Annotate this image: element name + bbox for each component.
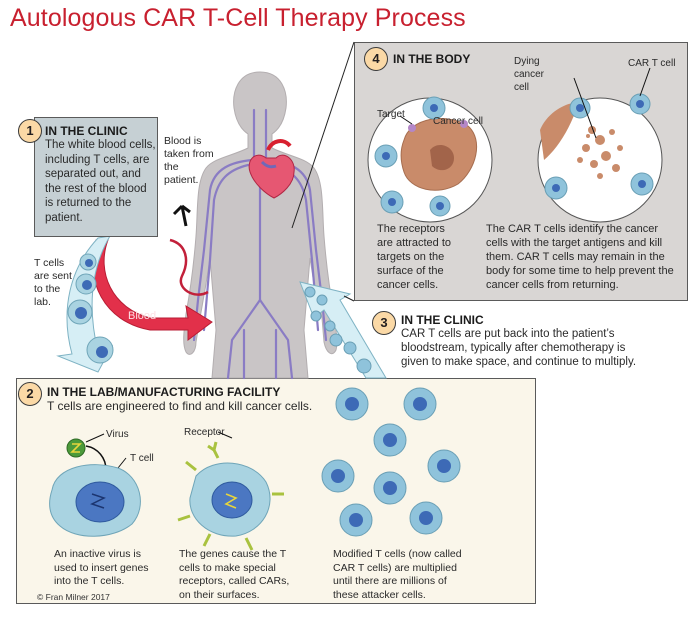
car-t-return-arrow bbox=[299, 281, 387, 379]
cancer-cell-label: Cancer cell bbox=[433, 116, 484, 127]
blood-label: Blood bbox=[128, 310, 157, 322]
step3-heading: IN THE CLINIC bbox=[401, 313, 484, 327]
human-body-figure bbox=[183, 71, 338, 380]
step2-caption-receptors: The genes cause the T cells to make spec… bbox=[179, 548, 290, 601]
step2-number-badge: 2 bbox=[18, 382, 42, 406]
t-cell-label: T cell bbox=[130, 453, 154, 464]
step4-number-badge: 4 bbox=[364, 47, 388, 71]
copyright: © Fran Milner 2017 bbox=[37, 592, 110, 602]
blood-tube bbox=[169, 238, 209, 296]
target-label: Target bbox=[377, 109, 405, 120]
step1-body: The white blood cells, including T cells… bbox=[45, 139, 156, 224]
step1-heading: IN THE CLINIC bbox=[45, 124, 128, 138]
step2-heading: IN THE LAB/MANUFACTURING FACILITY bbox=[47, 385, 281, 399]
step4-right-caption: The CAR T cells identify the cancer cell… bbox=[486, 223, 674, 291]
diagram-title: Autologous CAR T-Cell Therapy Process bbox=[10, 4, 466, 32]
virus-icon bbox=[66, 438, 86, 458]
step4-right-circle bbox=[537, 67, 663, 223]
callout-line bbox=[291, 41, 355, 229]
t-cell-with-virus bbox=[49, 464, 141, 537]
blood-taken-label: Blood is taken from the patient. bbox=[164, 135, 214, 186]
step2-caption-multiplied: Modified T cells (now called CAR T cells… bbox=[333, 548, 462, 601]
virus-label: Virus bbox=[106, 429, 129, 440]
step3-body: CAR T cells are put back into the patien… bbox=[401, 328, 637, 368]
car-t-cells-returning bbox=[304, 286, 372, 374]
step3-number-badge: 3 bbox=[372, 311, 396, 335]
step4-left-caption: The receptors are attracted to targets o… bbox=[377, 223, 451, 291]
blood-taken-arrow bbox=[172, 204, 191, 227]
receptor-label: Receptor bbox=[184, 427, 225, 438]
t-cells-sent-label: T cells are sent to the lab. bbox=[34, 257, 72, 308]
step1-number-badge: 1 bbox=[18, 119, 42, 143]
car-t-cell-label: CAR T cell bbox=[628, 58, 676, 69]
step2-caption-virus: An inactive virus is used to insert gene… bbox=[54, 548, 149, 587]
step4-heading: IN THE BODY bbox=[393, 52, 471, 66]
heart-icon bbox=[248, 139, 295, 199]
step4-left-circle bbox=[367, 96, 493, 223]
step2-subheading: T cells are engineered to find and kill … bbox=[47, 399, 313, 413]
t-cell-with-receptors bbox=[177, 441, 284, 551]
step1-panel bbox=[34, 117, 158, 237]
dying-cancer-cell-label: Dying cancer cell bbox=[514, 56, 545, 93]
